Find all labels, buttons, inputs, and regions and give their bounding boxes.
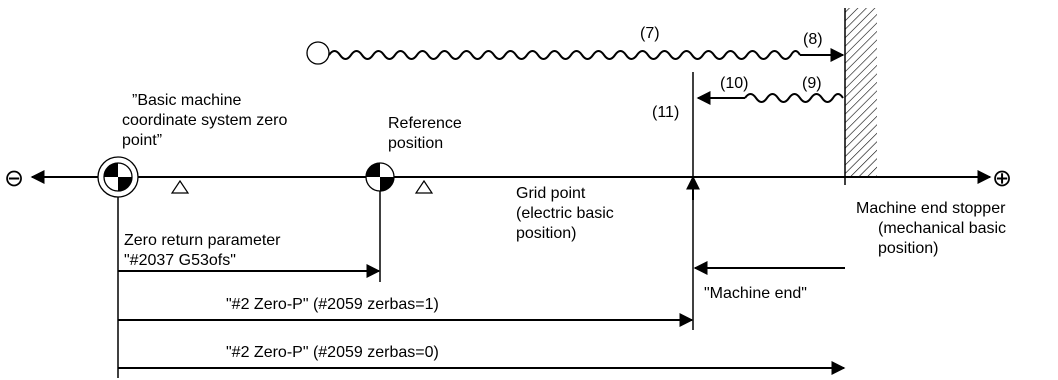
grid-point-label: Grid point (electric basic position): [516, 185, 618, 242]
basic-zero-label: ”Basic machine coordinate system zero po…: [122, 92, 292, 149]
marker-8: (8): [803, 31, 823, 48]
marker-11: (11): [652, 104, 679, 121]
zero-return-label: Zero return parameter "#2037 G53ofs": [124, 232, 285, 269]
stopper-hatch: [845, 8, 877, 178]
marker-9: (9): [802, 75, 822, 92]
wavy-path-9: [744, 93, 844, 103]
zero-point-symbol: [97, 156, 139, 198]
wavy-path-7: [328, 50, 801, 60]
marker-7: (7): [640, 25, 660, 42]
plus-sign: ⊕: [992, 165, 1012, 192]
minus-sign: ⊖: [4, 165, 24, 192]
zerbas1-label: "#2 Zero-P" (#2059 zerbas=1): [226, 296, 439, 313]
reference-label: Reference position: [388, 115, 466, 152]
marker-10: (10): [720, 75, 748, 92]
stopper-label: Machine end stopper (mechanical basic po…: [856, 200, 1011, 257]
triangle-marker-1: [170, 179, 190, 194]
machine-end-label: "Machine end": [704, 285, 807, 302]
reference-symbol: [365, 162, 395, 192]
zerbas0-label: "#2 Zero-P" (#2059 zerbas=0): [226, 344, 439, 361]
start-circle: [306, 41, 330, 65]
triangle-marker-2: [414, 179, 434, 194]
